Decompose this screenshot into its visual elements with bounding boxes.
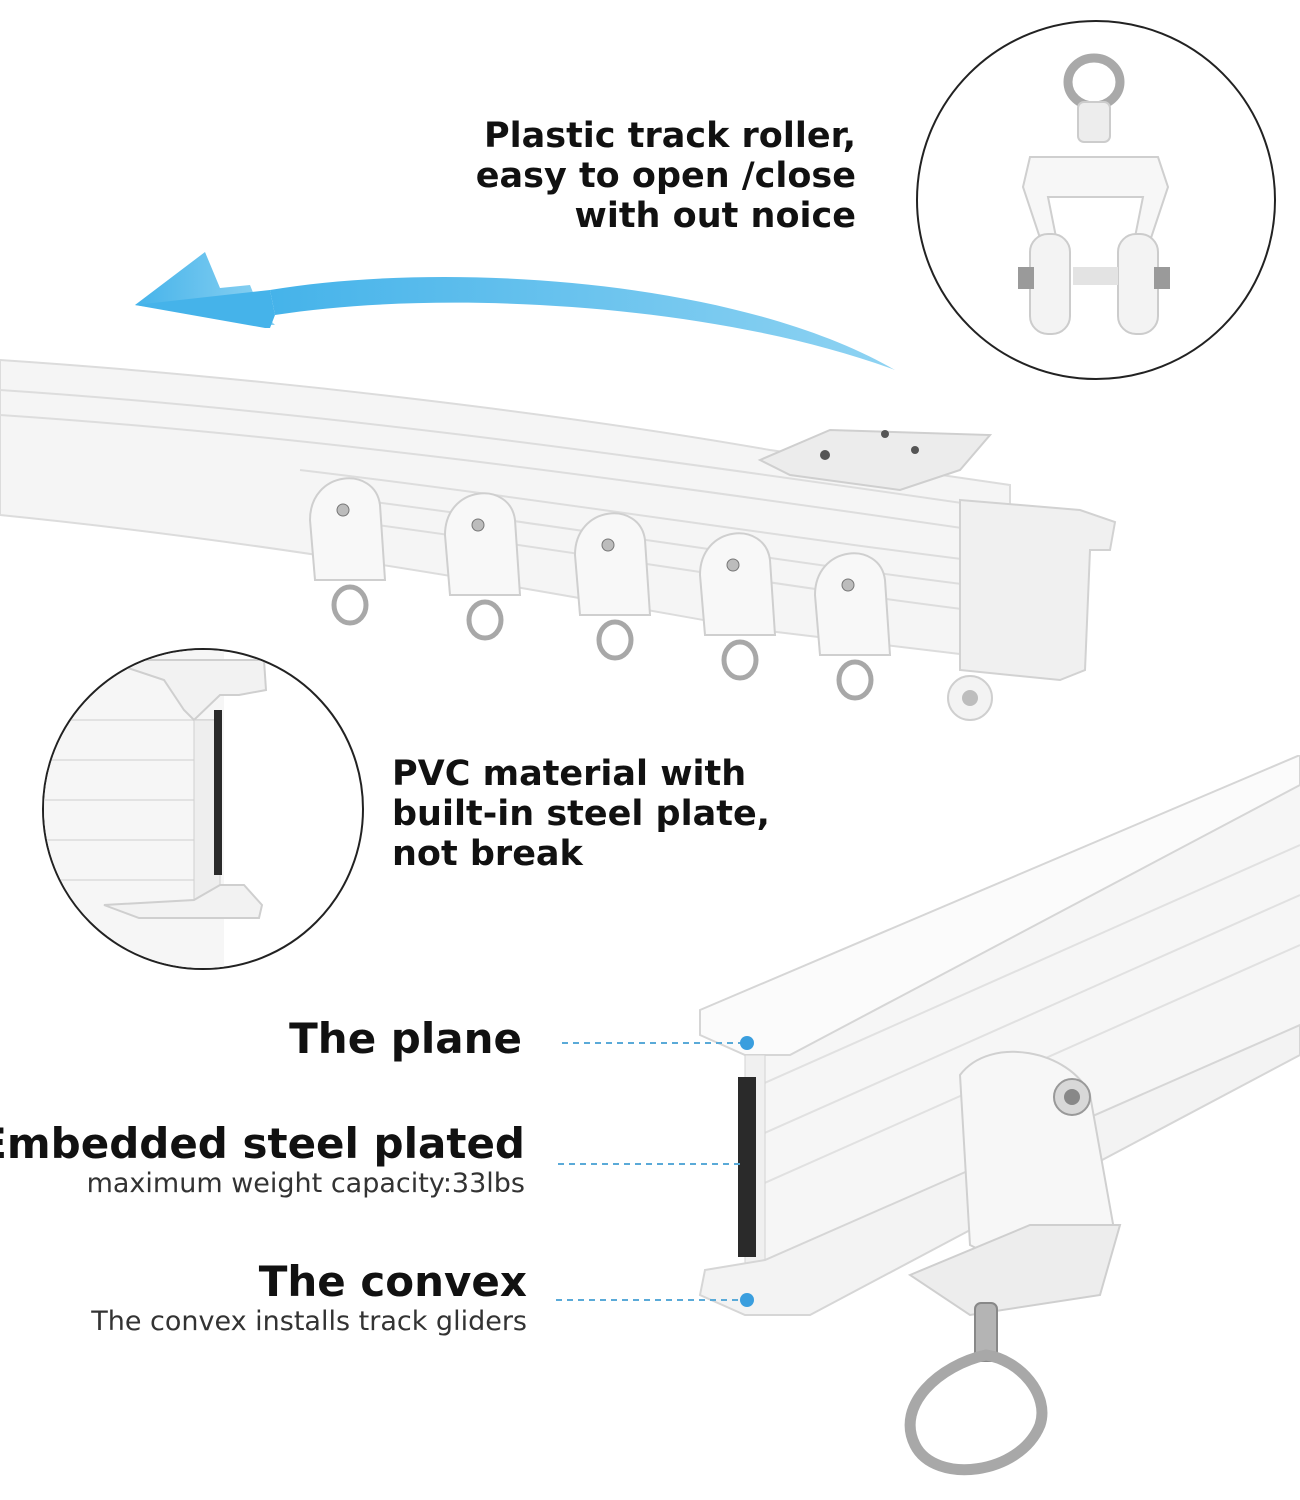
convex-callout-title: The convex (258, 1257, 527, 1306)
steel-callout-title: Embedded steel plated (0, 1119, 525, 1168)
plane-marker-dot (740, 1036, 754, 1050)
track-profile-icon (44, 650, 268, 968)
convex-marker-dot (740, 1293, 754, 1307)
track-closeup-illustration (698, 755, 1300, 1476)
material-caption-line-2: built-in steel plate, (392, 794, 770, 834)
plane-callout-title: The plane (289, 1014, 522, 1063)
material-caption-line-3: not break (392, 834, 583, 874)
track-glider (813, 552, 892, 701)
roller-caption: Plastic track roller, easy to open /clos… (420, 116, 856, 236)
material-caption-line-1: PVC material with (392, 754, 747, 794)
mounting-bracket (757, 428, 993, 492)
convex-callout: The convex The convex installs track gli… (91, 1258, 527, 1338)
material-caption: PVC material with built-in steel plate, … (392, 754, 812, 874)
profile-detail-circle (42, 648, 364, 970)
leader-lines (556, 1036, 754, 1307)
track-roller-icon (1018, 53, 1170, 335)
convex-callout-subtitle: The convex installs track gliders (91, 1306, 527, 1337)
roller-caption-line-1: Plastic track roller, (483, 116, 856, 156)
roller-detail-circle (916, 20, 1276, 380)
track-glider (698, 532, 777, 681)
roller-caption-line-3: with out noice (574, 196, 857, 236)
roller-caption-line-2: easy to open /close (475, 156, 856, 196)
end-cap (947, 498, 1117, 721)
steel-callout-subtitle: maximum weight capacity:33lbs (86, 1168, 525, 1199)
track-glider (573, 512, 652, 661)
curved-track-illustration (0, 358, 1117, 721)
curved-arrow-left-icon (135, 252, 895, 370)
track-glider (308, 477, 387, 626)
track-glider (443, 492, 522, 641)
steel-callout: Embedded steel plated maximum weight cap… (0, 1120, 525, 1200)
